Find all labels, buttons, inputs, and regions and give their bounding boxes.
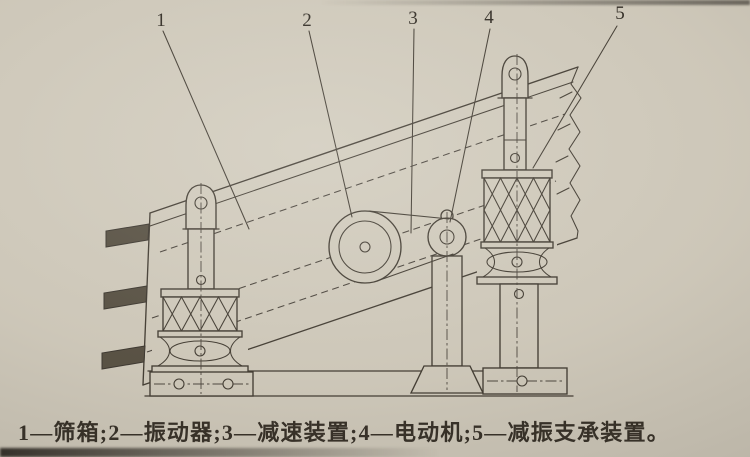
hatch-tick	[559, 91, 573, 99]
spring-lattice	[162, 295, 238, 333]
damper-waist	[482, 247, 496, 278]
damper-axle-hole	[194, 345, 206, 357]
left-support	[149, 183, 254, 397]
damper-waist	[538, 247, 552, 278]
prong	[105, 223, 150, 248]
spring-box	[162, 296, 238, 332]
feed-end-prongs	[101, 223, 150, 370]
part-label-3: 3	[408, 8, 418, 29]
prong	[101, 345, 146, 370]
box-top-rim	[149, 81, 574, 227]
figure-caption: 1—筛箱;2—振动器;3—减速装置;4—电动机;5—减振支承装置。	[18, 420, 670, 445]
motor-assembly	[409, 209, 485, 394]
vibrator-inner-circle	[338, 220, 392, 274]
hidden-edge-line	[159, 113, 566, 253]
leader-line-5	[532, 25, 618, 169]
spring-top-plate	[160, 288, 240, 298]
part-label-2: 2	[302, 10, 312, 31]
part-numbers: 1 2 3 4 5	[156, 3, 625, 31]
anchor-bolt-hole	[173, 378, 185, 390]
anchor-bolt-hole	[516, 375, 528, 387]
hatch-tick	[557, 123, 571, 131]
prong	[103, 285, 148, 310]
damper-top-flange	[157, 330, 243, 338]
belt-upper-line	[368, 210, 450, 220]
part-label-1: 1	[156, 10, 166, 31]
bracket-hole	[508, 67, 522, 81]
drive-belt	[368, 210, 454, 282]
break-hatch-ticks	[555, 91, 573, 195]
damper-waist	[157, 336, 171, 367]
vibrator-shaft	[359, 241, 371, 253]
box-break-line	[568, 66, 582, 239]
anchor-bolt-hole	[222, 378, 234, 390]
part-label-5: 5	[615, 3, 625, 24]
hatch-tick	[555, 155, 569, 163]
part-label-4: 4	[484, 7, 494, 28]
leader-line-4	[449, 28, 491, 223]
leader-line-3	[410, 28, 415, 234]
vibrator	[328, 210, 402, 284]
column-pin-hole	[513, 288, 525, 300]
hatch-tick	[556, 187, 570, 195]
motor-shaft-circle	[439, 229, 455, 245]
leader-lines	[162, 25, 618, 234]
damper-waist	[229, 336, 243, 367]
belt-lower-line	[376, 253, 454, 282]
vibrator-outer-circle	[328, 210, 402, 284]
damper-roller	[169, 340, 231, 362]
leader-line-1	[162, 30, 250, 230]
post-pin-hole	[509, 152, 521, 164]
right-support	[476, 54, 568, 395]
leader-line-2	[308, 30, 353, 218]
